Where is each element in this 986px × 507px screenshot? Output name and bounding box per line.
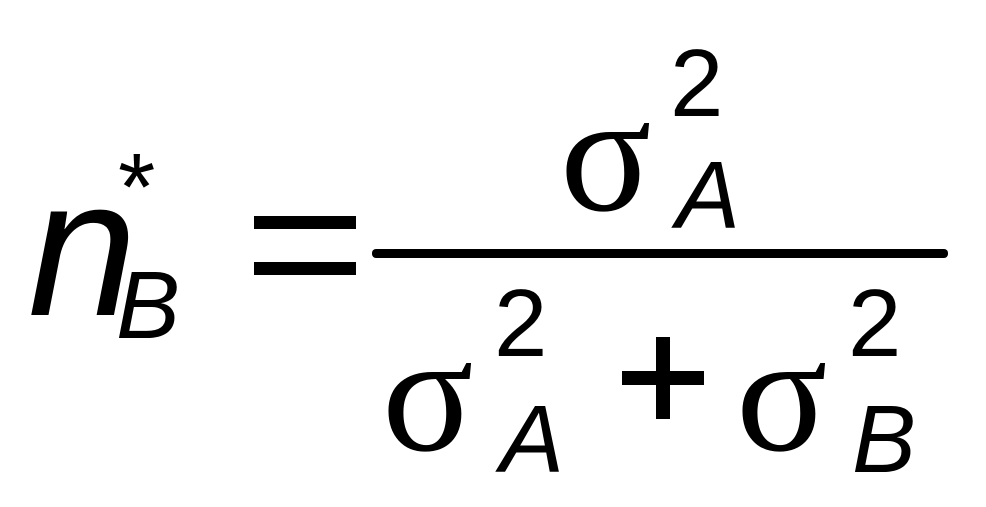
denominator-term2-sigma: σ (736, 299, 828, 487)
denominator-term2-subscript: B (852, 386, 917, 493)
lhs-variable-n: n (28, 138, 138, 357)
numerator-subscript: A (676, 142, 741, 249)
equals-sign-bottom-bar (254, 262, 356, 275)
denominator-term1-sigma: σ (382, 299, 474, 487)
equals-sign-top-bar (254, 216, 356, 229)
numerator-exponent: 2 (670, 30, 724, 137)
fraction-bar (372, 249, 948, 258)
denominator-term2-exponent: 2 (848, 270, 902, 377)
numerator-sigma: σ (560, 59, 652, 247)
denominator-term1-exponent: 2 (494, 270, 548, 377)
lhs-subscript-b: B (116, 252, 181, 359)
plus-sign-vertical (656, 337, 670, 419)
lhs-superscript-star: * (118, 134, 156, 241)
denominator-term1-subscript: A (500, 386, 565, 493)
